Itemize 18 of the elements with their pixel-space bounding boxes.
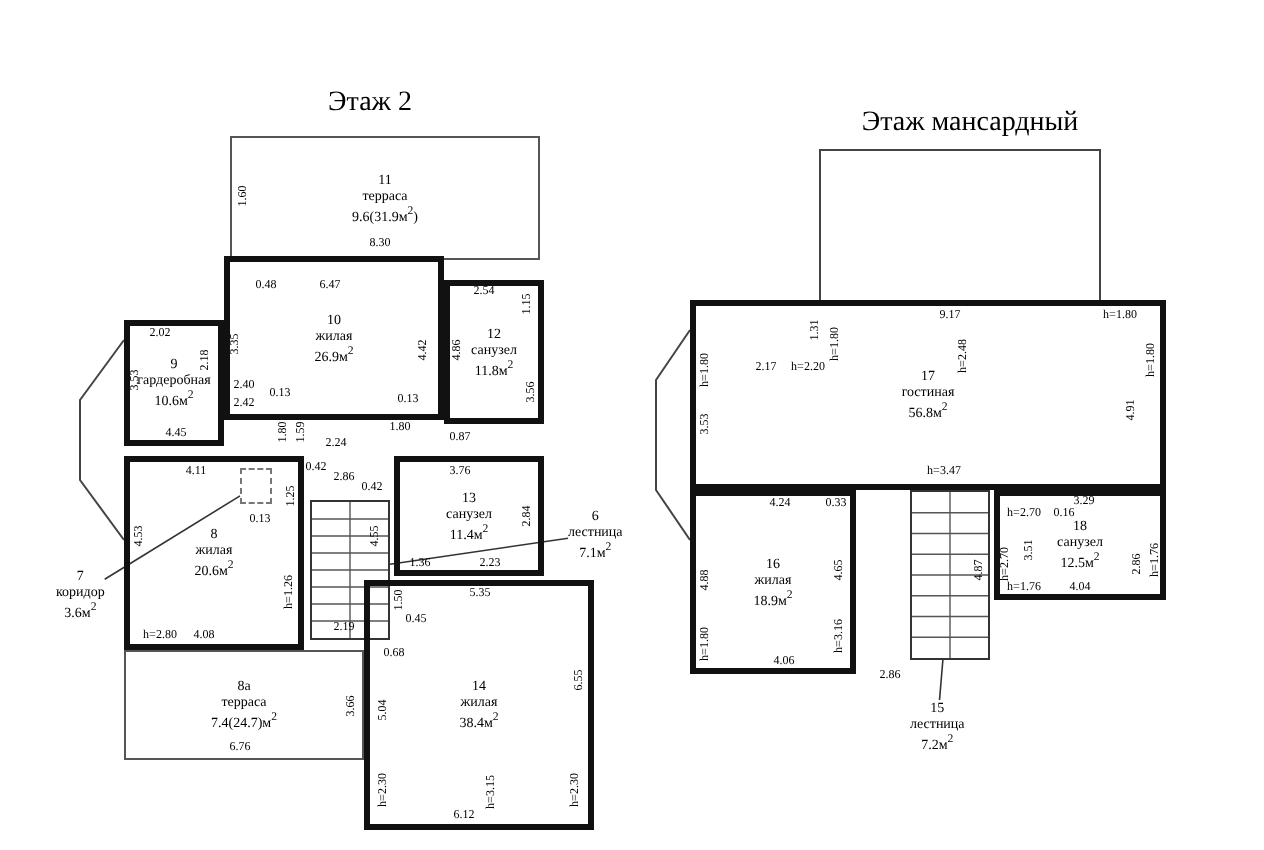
- floor-title: Этаж мансардный: [861, 108, 1079, 140]
- staircase: [310, 500, 390, 640]
- room-outline: [224, 256, 444, 420]
- terrace-outline: [230, 136, 540, 260]
- room-outline: [364, 580, 594, 830]
- room-outline: [690, 300, 1166, 490]
- terrace-outline: [124, 650, 364, 760]
- room-outline: [394, 456, 544, 576]
- room-outline: [124, 320, 224, 446]
- room-outline: [994, 490, 1166, 600]
- room-outline: [124, 456, 304, 650]
- room-outline: [444, 280, 544, 424]
- floor-title: Этаж 2: [328, 88, 412, 120]
- corridor-area: [240, 468, 272, 504]
- leader-line: [938, 659, 944, 701]
- leader-line: [103, 495, 241, 581]
- staircase: [910, 490, 990, 660]
- room-outline: [690, 490, 856, 674]
